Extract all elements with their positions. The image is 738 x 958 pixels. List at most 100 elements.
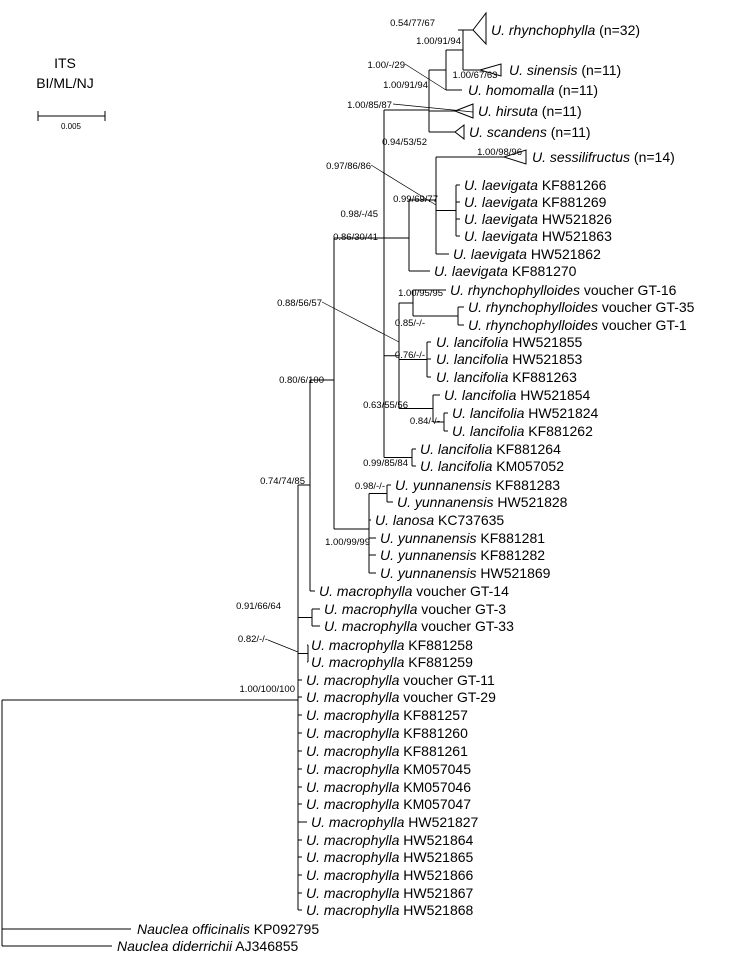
taxon-name: U. macrophylla xyxy=(306,761,400,777)
taxon-label: U. lanosa KC737635 xyxy=(375,512,504,528)
taxon-name: U. macrophylla xyxy=(306,707,400,723)
taxon-accession: KC737635 xyxy=(434,512,504,528)
taxon-label: U. macrophylla voucher GT-3 xyxy=(324,601,506,617)
taxon-name: U. lancifolia xyxy=(436,369,509,385)
taxon-label: U. sinensis (n=11) xyxy=(509,62,621,78)
taxon-name: U. laevigata xyxy=(453,246,527,262)
taxon-label: U. lancifolia KF881262 xyxy=(452,423,593,439)
taxon-label: U. laevigata KF881270 xyxy=(434,263,577,279)
leader-line xyxy=(404,63,447,91)
support-value-label: 0.74/74/85 xyxy=(260,476,305,487)
support-value-label: 0.76/-/- xyxy=(395,350,425,361)
taxon-name: U. macrophylla xyxy=(306,779,400,795)
taxon-name: U. macrophylla xyxy=(319,583,413,599)
taxon-label: Nauclea officinalis KP092795 xyxy=(137,921,319,937)
taxon-accession: KF881258 xyxy=(404,637,473,653)
taxon-accession: KM057047 xyxy=(399,796,471,812)
taxon-label: U. rhynchophylloides voucher GT-16 xyxy=(450,282,677,298)
taxon-name: U. laevigata xyxy=(464,211,538,227)
taxon-name: U. sessilifructus xyxy=(532,149,630,165)
taxon-accession: HW521868 xyxy=(399,902,473,918)
support-value-label: 0.94/53/52 xyxy=(382,137,427,148)
taxon-name: U. laevigata xyxy=(464,194,538,210)
support-value-label: 1.00/95/95 xyxy=(398,288,443,299)
taxon-label: U. rhynchophylloides voucher GT-1 xyxy=(468,317,687,333)
taxon-accession: (n=32) xyxy=(595,22,640,38)
taxon-label: U. laevigata HW521862 xyxy=(453,246,601,262)
taxon-label: Nauclea diderrichii AJ346855 xyxy=(117,938,299,954)
taxon-accession: AJ346855 xyxy=(232,938,298,954)
support-value-label: 0.91/66/64 xyxy=(236,601,281,612)
taxon-accession: KF881283 xyxy=(492,477,561,493)
tree-title: ITS BI/ML/NJ xyxy=(36,55,94,91)
taxon-name: U. laevigata xyxy=(434,263,508,279)
taxon-name: U. rhynchophylla xyxy=(491,22,595,38)
scale-bar-label: 0.005 xyxy=(61,122,82,131)
leader-line xyxy=(267,639,299,653)
taxon-label: U. homomalla (n=11) xyxy=(468,82,598,98)
taxon-label: U. laevigata KF881266 xyxy=(464,177,607,193)
taxon-label: U. laevigata HW521863 xyxy=(464,228,612,244)
taxon-name: U. macrophylla xyxy=(324,601,418,617)
taxon-label: U. macrophylla voucher GT-33 xyxy=(324,618,514,634)
taxon-accession: (n=11) xyxy=(547,124,591,140)
taxon-name: U. yunnanensis xyxy=(397,494,494,510)
taxon-accession: HW521867 xyxy=(399,885,473,901)
taxon-label: U. macrophylla HW521827 xyxy=(311,814,479,830)
taxon-label: U. laevigata KF881269 xyxy=(464,194,607,210)
taxon-label: U. lancifolia KF881264 xyxy=(420,441,561,457)
taxon-accession: KF881282 xyxy=(477,547,546,563)
taxon-name: U. macrophylla xyxy=(306,689,400,705)
taxon-label: U. macrophylla voucher GT-29 xyxy=(306,689,496,705)
taxon-accession: KF881259 xyxy=(404,654,473,670)
taxon-name: U. yunnanensis xyxy=(380,547,477,563)
taxon-label: U. macrophylla voucher GT-11 xyxy=(306,672,495,688)
collapsed-clade-triangle xyxy=(478,63,502,77)
taxon-accession: KF881261 xyxy=(399,743,468,759)
taxon-label: U. macrophylla KF881260 xyxy=(306,725,468,741)
taxon-name: U. macrophylla xyxy=(306,796,400,812)
title-line-1: ITS xyxy=(54,55,76,71)
taxon-accession: HW521869 xyxy=(477,565,551,581)
support-value-label: 0.86/30/41 xyxy=(333,232,378,243)
taxon-label: U. lancifolia HW521855 xyxy=(436,334,583,350)
taxon-accession: HW521862 xyxy=(527,246,601,262)
taxon-name: U. yunnanensis xyxy=(395,477,492,493)
taxon-accession: HW521866 xyxy=(399,867,473,883)
taxon-label: U. macrophylla KF881257 xyxy=(306,707,468,723)
taxon-accession: KM057045 xyxy=(399,761,471,777)
taxon-label: U. macrophylla HW521865 xyxy=(306,849,474,865)
taxon-accession: HW521864 xyxy=(399,832,473,848)
taxon-accession: HW521853 xyxy=(508,351,582,367)
taxon-name: U. rhynchophylloides xyxy=(450,282,580,298)
taxon-accession: KM057046 xyxy=(399,779,471,795)
support-value-label: 0.88/56/57 xyxy=(277,298,322,309)
support-value-label: 0.54/77/67 xyxy=(390,18,435,29)
taxon-accession: KF881266 xyxy=(538,177,607,193)
taxon-label: U. macrophylla KF881258 xyxy=(311,637,473,653)
taxon-label: U. hirsuta (n=11) xyxy=(478,103,582,119)
taxon-name: U. lancifolia xyxy=(452,405,525,421)
support-value-label: 1.00/91/94 xyxy=(383,80,428,91)
taxon-accession: KF881263 xyxy=(508,369,577,385)
collapsed-clade-triangle xyxy=(472,11,487,46)
taxon-name: U. yunnanensis xyxy=(380,565,477,581)
taxon-label: U. yunnanensis HW521869 xyxy=(380,565,551,581)
taxon-accession: voucher GT-29 xyxy=(399,689,496,705)
taxon-label: U. yunnanensis KF881281 xyxy=(380,530,545,546)
support-value-label: 1.00/-/29 xyxy=(368,60,406,71)
taxon-accession: HW521826 xyxy=(538,211,612,227)
taxon-label: U. macrophylla KF881259 xyxy=(311,654,473,670)
taxon-name: Nauclea officinalis xyxy=(137,921,250,937)
taxon-label: U. macrophylla KM057047 xyxy=(306,796,471,812)
taxon-label: U. macrophylla voucher GT-14 xyxy=(319,583,509,599)
taxon-label: U. yunnanensis KF881283 xyxy=(395,477,560,493)
taxon-label: U. macrophylla HW521864 xyxy=(306,832,474,848)
taxon-name: U. macrophylla xyxy=(324,618,418,634)
taxon-accession: voucher GT-11 xyxy=(399,672,495,688)
support-value-label: 1.00/85/87 xyxy=(347,100,392,111)
taxon-name: U. macrophylla xyxy=(306,885,400,901)
taxon-label: U. scandens (n=11) xyxy=(469,124,591,140)
taxon-label: U. macrophylla KF881261 xyxy=(306,743,468,759)
taxon-name: U. macrophylla xyxy=(311,814,405,830)
